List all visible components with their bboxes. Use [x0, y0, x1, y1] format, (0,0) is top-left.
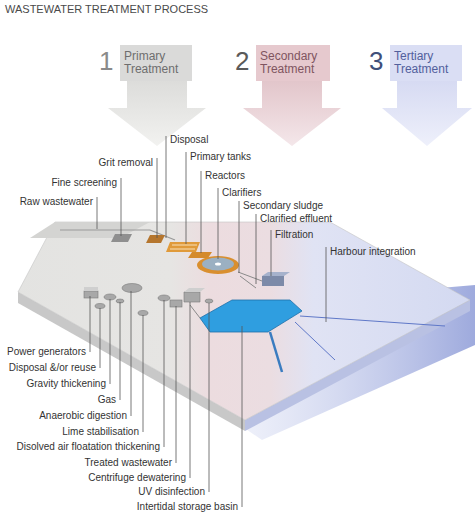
callout-label: Reactors [205, 170, 245, 182]
callout-label: Secondary sludge [243, 200, 323, 212]
stage-label: Tertiary Treatment [390, 47, 462, 79]
callout-label: Gas [98, 394, 116, 406]
stage-number: 1 [99, 47, 113, 75]
callout-label: Clarifiers [222, 187, 261, 199]
stage-box: 3Tertiary Treatment [390, 45, 462, 81]
callout-label: Primary tanks [190, 151, 251, 163]
callout-label: Disposal [170, 134, 208, 146]
callout-label: Harbour integration [330, 246, 416, 258]
callout-label: Centrifuge dewatering [88, 472, 186, 484]
callout-label: Filtration [275, 229, 313, 241]
callout-label: Treated wastewater [85, 457, 172, 469]
callout-label: Raw wastewater [20, 196, 93, 208]
callout-label: Intertidal storage basin [137, 501, 238, 513]
diagram-title: WASTEWATER TREATMENT PROCESS [5, 3, 208, 15]
stage-label: Primary Treatment [120, 47, 192, 79]
callout-label: UV disinfection [138, 486, 205, 498]
stage-box: 1Primary Treatment [120, 45, 192, 81]
callout-label: Fine screening [51, 177, 117, 189]
callout-label: Power generators [7, 346, 86, 358]
stage-label: Secondary Treatment [256, 47, 330, 79]
callout-label: Disposal &/or reuse [9, 362, 96, 374]
stage-box: 2Secondary Treatment [256, 45, 330, 81]
callout-label: Gravity thickening [27, 378, 106, 390]
stage-number: 3 [369, 47, 383, 75]
callout-label: Grit removal [99, 157, 153, 169]
callout-label: Disolved air floatation thickening [17, 441, 160, 453]
callout-label: Clarified effluent [260, 213, 332, 225]
callout-label: Lime stabilisation [62, 426, 139, 438]
stage-number: 2 [235, 47, 249, 75]
callout-label: Anaerobic digestion [39, 410, 127, 422]
